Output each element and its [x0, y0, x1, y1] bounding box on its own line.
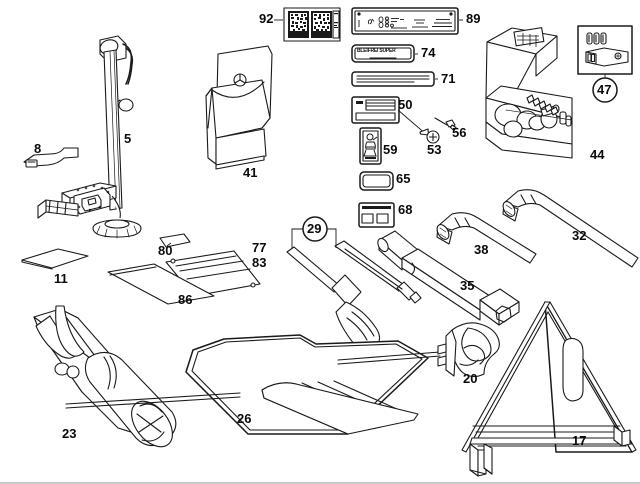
part-35-extension-bar — [377, 230, 520, 326]
callout-5: 5 — [124, 131, 132, 146]
part-41-tool-pouch — [205, 45, 273, 170]
part-screwdriver-large — [286, 246, 381, 352]
callout-11: 11 — [54, 271, 68, 286]
part-screwdriver-small — [334, 240, 422, 304]
part-56-pin — [434, 117, 457, 132]
part-68-two-window-plate — [358, 202, 395, 228]
callout-47: 47 — [597, 82, 612, 97]
callout-59: 59 — [383, 142, 398, 157]
part-71-strip-decal — [351, 71, 435, 87]
callout-86: 86 — [178, 292, 193, 307]
callout-8: 8 — [34, 141, 42, 156]
callout-32: 32 — [572, 228, 587, 243]
callout-41: 41 — [243, 165, 258, 180]
callout-53: 53 — [427, 142, 442, 157]
part-5-jack — [37, 35, 142, 239]
part-29-detail — [291, 216, 337, 248]
callout-68: 68 — [398, 202, 413, 217]
callout-29: 29 — [307, 221, 322, 236]
callout-44: 44 — [590, 147, 605, 162]
part-74-fuel-decal — [351, 44, 415, 63]
part-80-plate — [159, 233, 191, 248]
callout-38: 38 — [474, 242, 489, 257]
part-92-barcode-label-set — [283, 7, 341, 42]
callout-50: 50 — [398, 97, 413, 112]
part-38-wheel-wrench — [436, 212, 537, 264]
part-8-strap — [23, 147, 79, 168]
part-65-blank-plate — [359, 171, 394, 191]
part-59-emblem-plate — [359, 127, 382, 165]
fuel-decal-text: BLEIFREI SUPER — [357, 48, 396, 54]
callout-35: 35 — [460, 278, 475, 293]
part-11-sheet — [21, 248, 89, 270]
part-17-warning-triangle — [461, 301, 637, 477]
leader-lines — [166, 19, 463, 247]
callout-92: 92 — [259, 11, 274, 26]
callout-23: 23 — [62, 426, 77, 441]
callout-56: 56 — [452, 125, 467, 140]
part-89-instruction-decal — [351, 7, 459, 35]
part-26-floor-mat — [65, 334, 441, 435]
part-86-strip — [107, 263, 215, 305]
part-47-detail — [577, 25, 633, 103]
part-20-bracket — [437, 322, 500, 378]
part-44-bulb-box — [485, 27, 573, 159]
callout-71: 71 — [441, 71, 456, 86]
callout-20: 20 — [463, 371, 478, 386]
callout-80: 80 — [158, 243, 173, 258]
callout-74: 74 — [421, 45, 436, 60]
callout-83: 83 — [252, 255, 267, 270]
callout-77: 77 — [252, 240, 267, 255]
part-53-screw — [419, 128, 440, 144]
part-32-wheel-wrench-long — [502, 189, 639, 268]
part-23-tool-roll — [33, 305, 177, 448]
callout-17: 17 — [572, 433, 587, 448]
callout-89: 89 — [466, 11, 481, 26]
callout-26: 26 — [237, 411, 252, 426]
callout-65: 65 — [396, 171, 411, 186]
